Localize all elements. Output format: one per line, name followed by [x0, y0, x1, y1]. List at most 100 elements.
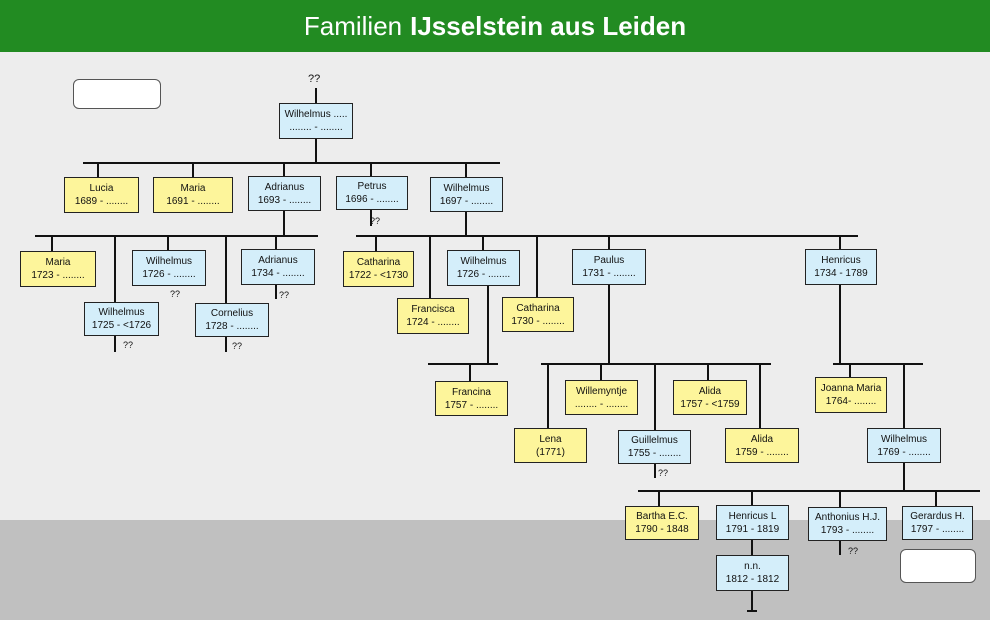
- person-dates: 1764- ........: [825, 396, 877, 407]
- person-maria-1723[interactable]: Maria 1723 - ........: [20, 251, 96, 287]
- person-name: Lucia: [89, 183, 114, 194]
- person-name: Bartha E.C.: [636, 511, 688, 522]
- person-dates: 1759 - ........: [735, 446, 789, 458]
- person-name: Francina: [452, 386, 491, 398]
- person-wilhelmus-1697[interactable]: Wilhelmus 1697 - ........: [430, 177, 503, 212]
- person-adrianus-1734[interactable]: Adrianus 1734 - ........: [241, 249, 315, 285]
- person-dates: 1755 - ........: [627, 448, 682, 459]
- person-name: Willemyntje: [575, 385, 628, 397]
- person-paulus[interactable]: Paulus 1731 - ........: [572, 249, 646, 285]
- person-name: Maria: [45, 257, 71, 268]
- person-petrus[interactable]: Petrus 1696 - ........: [336, 176, 408, 210]
- person-name: Adrianus: [258, 255, 298, 266]
- unknown-mark-wilhelmus-1725: ??: [123, 340, 134, 350]
- person-dates: 1693 - ........: [257, 194, 312, 206]
- person-dates: 1724 - ........: [406, 317, 460, 328]
- person-name: Henricus: [821, 255, 861, 266]
- person-gerardus[interactable]: Gerardus H. 1797 - ........: [902, 506, 973, 540]
- unknown-mark-guillelmus: ??: [658, 468, 669, 478]
- person-alida-1759[interactable]: Alida 1759 - ........: [725, 428, 799, 463]
- person-name: Wilhelmus: [98, 307, 145, 318]
- person-dates: 1731 - ........: [582, 268, 636, 279]
- person-henricus-1734[interactable]: Henricus 1734 - 1789: [805, 249, 877, 285]
- person-willemyntje[interactable]: Willemyntje ........ - ........: [565, 380, 638, 415]
- person-wilhelmus-1725[interactable]: Wilhelmus 1725 - <1726: [84, 302, 159, 336]
- person-wilhelmus-1769[interactable]: Wilhelmus 1769 - ........: [867, 428, 941, 463]
- person-anthonius[interactable]: Anthonius H.J. 1793 - ........: [808, 507, 887, 541]
- person-cornelius[interactable]: Cornelius 1728 - ........: [195, 303, 269, 337]
- person-name: Wilhelmus: [443, 182, 490, 194]
- person-wilhelmus-1726b[interactable]: Wilhelmus 1726 - ........: [447, 250, 520, 286]
- title-prefix: Familien: [303, 10, 403, 41]
- person-catharina-1722[interactable]: Catharina 1722 - <1730: [343, 251, 414, 287]
- person-name: Guillelmus: [631, 435, 678, 446]
- top-left-blank-panel: [73, 79, 161, 109]
- unknown-mark-adrianus-1734: ??: [279, 290, 290, 300]
- person-francisca[interactable]: Francisca 1724 - ........: [397, 298, 469, 334]
- person-guillelmus[interactable]: Guillelmus 1755 - ........: [618, 430, 691, 464]
- person-wilhelmus-root[interactable]: Wilhelmus ..... ........ - ........: [279, 103, 353, 139]
- person-name: Adrianus: [264, 181, 305, 193]
- person-name: n.n.: [744, 561, 761, 572]
- person-dates: 1689 - ........: [74, 196, 129, 207]
- person-dates: 1726 - ........: [142, 269, 196, 280]
- person-dates: 1797 - ........: [910, 524, 965, 535]
- unknown-mark-anthonius: ??: [848, 546, 859, 556]
- person-dates: 1769 - ........: [877, 446, 931, 458]
- person-adrianus-1693[interactable]: Adrianus 1693 - ........: [248, 176, 321, 211]
- person-name: Gerardus H.: [910, 511, 965, 522]
- unknown-parent-mark: ??: [308, 73, 321, 85]
- person-bartha[interactable]: Bartha E.C. 1790 - 1848: [625, 506, 699, 540]
- person-dates: 1790 - 1848: [635, 524, 689, 535]
- person-dates: 1793 - ........: [820, 525, 875, 536]
- person-maria-1691[interactable]: Maria 1691 - ........: [153, 177, 233, 213]
- person-dates: 1723 - ........: [31, 270, 85, 281]
- bottom-right-blank-panel: [900, 549, 976, 583]
- person-dates: ........ - ........: [289, 122, 343, 133]
- person-dates: 1730 - ........: [511, 315, 565, 327]
- person-name: Petrus: [357, 181, 387, 192]
- person-name: Wilhelmus: [880, 433, 928, 445]
- person-dates: 1696 - ........: [345, 194, 399, 205]
- person-joanna-maria[interactable]: Joanna Maria 1764- ........: [815, 377, 887, 413]
- person-nn[interactable]: n.n. 1812 - 1812: [716, 555, 789, 591]
- person-dates: 1734 - 1789: [814, 268, 868, 279]
- person-dates: 1757 - ........: [444, 399, 499, 411]
- person-dates: 1734 - ........: [251, 268, 305, 279]
- person-name: Catharina: [516, 302, 560, 314]
- title-bar: Familien IJsselstein aus Leiden: [0, 0, 990, 52]
- person-name: Catharina: [356, 257, 401, 268]
- person-name: Maria: [180, 183, 206, 194]
- person-alida-1757[interactable]: Alida 1757 - <1759: [673, 380, 747, 415]
- person-name: Henricus L: [728, 510, 777, 522]
- person-dates: 1812 - 1812: [725, 574, 780, 585]
- title-family-name: IJsselstein aus Leiden: [410, 10, 687, 41]
- person-name: Cornelius: [210, 308, 254, 319]
- person-dates: 1728 - ........: [205, 321, 259, 332]
- person-dates: 1691 - ........: [166, 196, 220, 207]
- person-name: Alida: [750, 433, 774, 445]
- person-francina[interactable]: Francina 1757 - ........: [435, 381, 508, 416]
- person-dates: 1757 - <1759: [680, 398, 740, 410]
- unknown-mark-cornelius: ??: [232, 341, 243, 351]
- person-name: Paulus: [593, 255, 625, 266]
- person-dates: 1726 - ........: [456, 269, 511, 280]
- person-wilhelmus-1726a[interactable]: Wilhelmus 1726 - ........: [132, 250, 206, 286]
- person-name: Francisca: [411, 304, 455, 315]
- person-lena[interactable]: Lena (1771): [514, 428, 587, 463]
- person-name: Anthonius H.J.: [814, 512, 881, 523]
- person-name: Wilhelmus: [145, 256, 193, 267]
- person-henricus-l[interactable]: Henricus L 1791 - 1819: [716, 505, 789, 540]
- person-dates: ........ - ........: [574, 398, 629, 410]
- person-dates: 1697 - ........: [439, 195, 494, 207]
- person-name: Alida: [698, 385, 722, 397]
- person-name: Joanna Maria: [820, 383, 882, 394]
- person-name: Lena: [539, 433, 562, 445]
- person-dates: (1771): [536, 446, 565, 458]
- person-lucia[interactable]: Lucia 1689 - ........: [64, 177, 139, 213]
- person-catharina-1730[interactable]: Catharina 1730 - ........: [502, 297, 574, 332]
- person-dates: 1722 - <1730: [348, 270, 409, 281]
- person-dates: 1725 - <1726: [91, 320, 152, 331]
- unknown-mark-wilhelmus-1726a: ??: [170, 289, 181, 299]
